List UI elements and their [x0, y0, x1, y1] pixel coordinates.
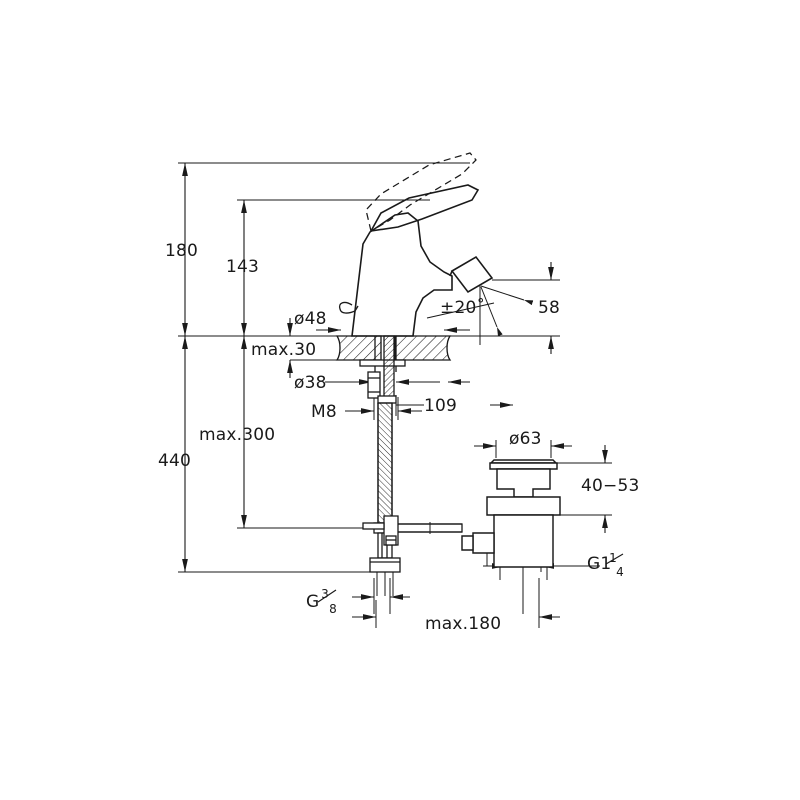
label-g114-text: G1	[587, 554, 611, 574]
label-d48: ø48	[294, 309, 327, 329]
label-180: 180	[165, 241, 198, 261]
dimension-m8	[345, 397, 422, 420]
label-g114-denominator: 4	[616, 565, 624, 579]
label-max180: max.180	[425, 614, 501, 634]
label-d38: ø38	[294, 373, 327, 393]
aerator-outlet	[449, 255, 494, 294]
faucet-body	[351, 212, 453, 337]
label-58: 58	[538, 298, 560, 318]
label-109: 109	[424, 396, 457, 416]
label-swivel-angle: ±20˚	[440, 297, 485, 318]
label-g38: G 3 8	[306, 587, 337, 616]
dimension-109	[395, 379, 513, 416]
label-g38-numerator: 3	[321, 587, 329, 601]
label-d63: ø63	[509, 429, 542, 449]
countertop-section	[335, 335, 452, 361]
indicator-clip	[338, 301, 359, 314]
label-max300: max.300	[199, 425, 275, 445]
supply-hose	[377, 402, 393, 524]
label-440: 440	[158, 451, 191, 471]
dimension-max180	[352, 578, 560, 628]
swivel-angle-dimension	[426, 285, 534, 345]
lift-rod-linkage	[362, 515, 463, 546]
lever-handle-open-position	[365, 152, 477, 232]
dimension-d63	[474, 440, 572, 458]
label-g114: G1 1 4	[587, 551, 624, 579]
label-g38-text: G	[306, 592, 319, 612]
dimension-labels: 180 143 440 ø48 max.30 ø38 M8 109 max.30…	[158, 241, 640, 634]
lever-handle	[369, 184, 480, 233]
label-g114-numerator: 1	[609, 551, 617, 565]
label-40-53: 40−53	[581, 476, 640, 496]
label-143: 143	[226, 257, 259, 277]
label-max30: max.30	[251, 340, 316, 360]
label-m8: M8	[311, 402, 337, 422]
label-g38-denominator: 8	[329, 602, 337, 616]
fixing-shank	[359, 335, 406, 404]
popup-waste	[461, 459, 561, 614]
dimension-g38	[352, 578, 410, 614]
